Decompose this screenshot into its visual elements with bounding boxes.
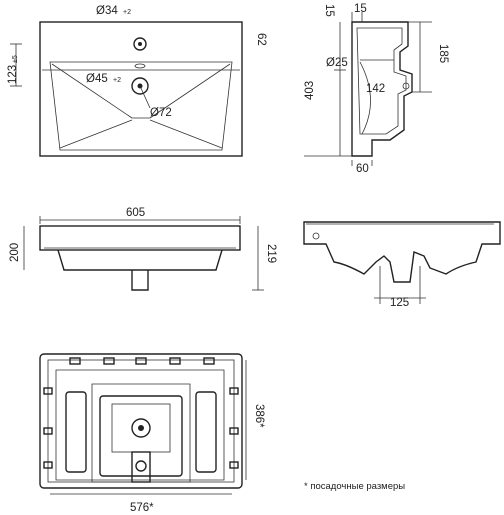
front-view-top <box>39 225 241 251</box>
tap-hole <box>133 37 147 51</box>
side-section-outline <box>351 21 413 157</box>
side-view-outline <box>303 221 501 283</box>
dim-total-height: 403 <box>304 81 316 100</box>
dim-tap-hole-tol: +2 <box>123 9 131 16</box>
dim-front-height-right: 219 <box>265 244 277 263</box>
dim-front-height-left: 200 <box>9 243 21 262</box>
dim-tap-hole: Ø34 <box>96 5 118 17</box>
dim-drain-diameter: Ø25 <box>326 57 348 69</box>
dim-back-edge: 62 <box>255 33 267 46</box>
top-view: Ø34 +2 62 123 ±5 Ø45 +2 Ø72 <box>7 5 267 157</box>
dim-bottom-height: 386* <box>253 404 265 428</box>
side-section-view: 15 15 Ø25 185 403 142 60 <box>304 3 449 175</box>
dim-mount: 125 <box>390 297 409 309</box>
top-view-bowl <box>49 61 233 151</box>
footnote: * посадочные размеры <box>304 481 405 492</box>
dim-bottom: 60 <box>356 163 369 175</box>
bottom-view: 386* 576* * посадочные размеры <box>39 353 405 514</box>
bottom-view-outline <box>39 353 243 489</box>
dim-overflow-tol: +2 <box>113 77 121 84</box>
dim-front-width: 605 <box>126 207 145 219</box>
top-view-outline <box>39 21 243 157</box>
dim-top-left: 15 <box>323 4 335 17</box>
dim-drain-pos: 123 <box>7 65 19 84</box>
drain-hole <box>131 77 149 95</box>
dim-bottom-width: 576* <box>130 502 154 514</box>
dim-top-right: 15 <box>354 3 367 15</box>
front-view-bowl <box>57 249 223 271</box>
side-view: 125 <box>303 221 501 309</box>
front-view: 605 200 219 <box>9 207 277 291</box>
dim-drain-pos-tol: ±5 <box>12 55 19 63</box>
dim-drain-bowl: Ø72 <box>150 107 172 119</box>
dim-upper-height: 185 <box>437 44 449 63</box>
dim-overflow: Ø45 <box>86 73 108 85</box>
dim-radius: 142 <box>366 83 385 95</box>
